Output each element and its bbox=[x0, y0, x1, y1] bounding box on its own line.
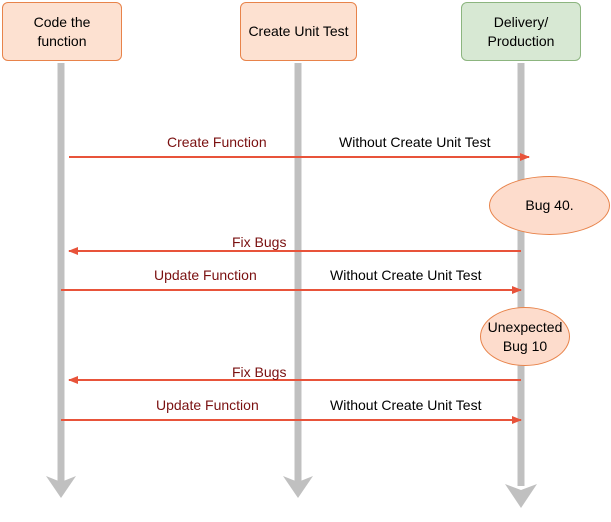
actor-create-unit-test: Create Unit Test bbox=[240, 2, 357, 61]
lifeline-unit-arrowhead bbox=[283, 476, 313, 498]
actor-unit-label: Create Unit Test bbox=[248, 23, 349, 39]
actor-delivery-label: Delivery/ Production bbox=[487, 13, 555, 49]
note-unexpected-bug-10-label: Unexpected Bug 10 bbox=[487, 318, 563, 354]
message-label-without-unit-test-3: Without Create Unit Test bbox=[330, 397, 482, 413]
actor-code-label: Code the function bbox=[33, 13, 91, 49]
actor-delivery-production: Delivery/ Production bbox=[461, 2, 581, 61]
message-label-fix-bugs-1: Fix Bugs bbox=[232, 234, 287, 250]
message-label-fix-bugs-2: Fix Bugs bbox=[232, 364, 287, 380]
lifeline-code-arrowhead bbox=[46, 476, 76, 498]
note-bug-40: Bug 40. bbox=[489, 176, 610, 235]
message-label-without-unit-test-2: Without Create Unit Test bbox=[330, 267, 482, 283]
message-label-without-unit-test-1: Without Create Unit Test bbox=[339, 134, 491, 150]
note-bug-40-label: Bug 40. bbox=[525, 197, 574, 213]
note-unexpected-bug-10: Unexpected Bug 10 bbox=[480, 307, 570, 366]
message-label-update-function-1: Update Function bbox=[154, 267, 257, 283]
actor-code-the-function: Code the function bbox=[2, 2, 122, 61]
lifeline-delivery-arrowhead bbox=[505, 484, 537, 508]
message-label-create-function: Create Function bbox=[167, 134, 267, 150]
message-label-update-function-2: Update Function bbox=[156, 397, 259, 413]
